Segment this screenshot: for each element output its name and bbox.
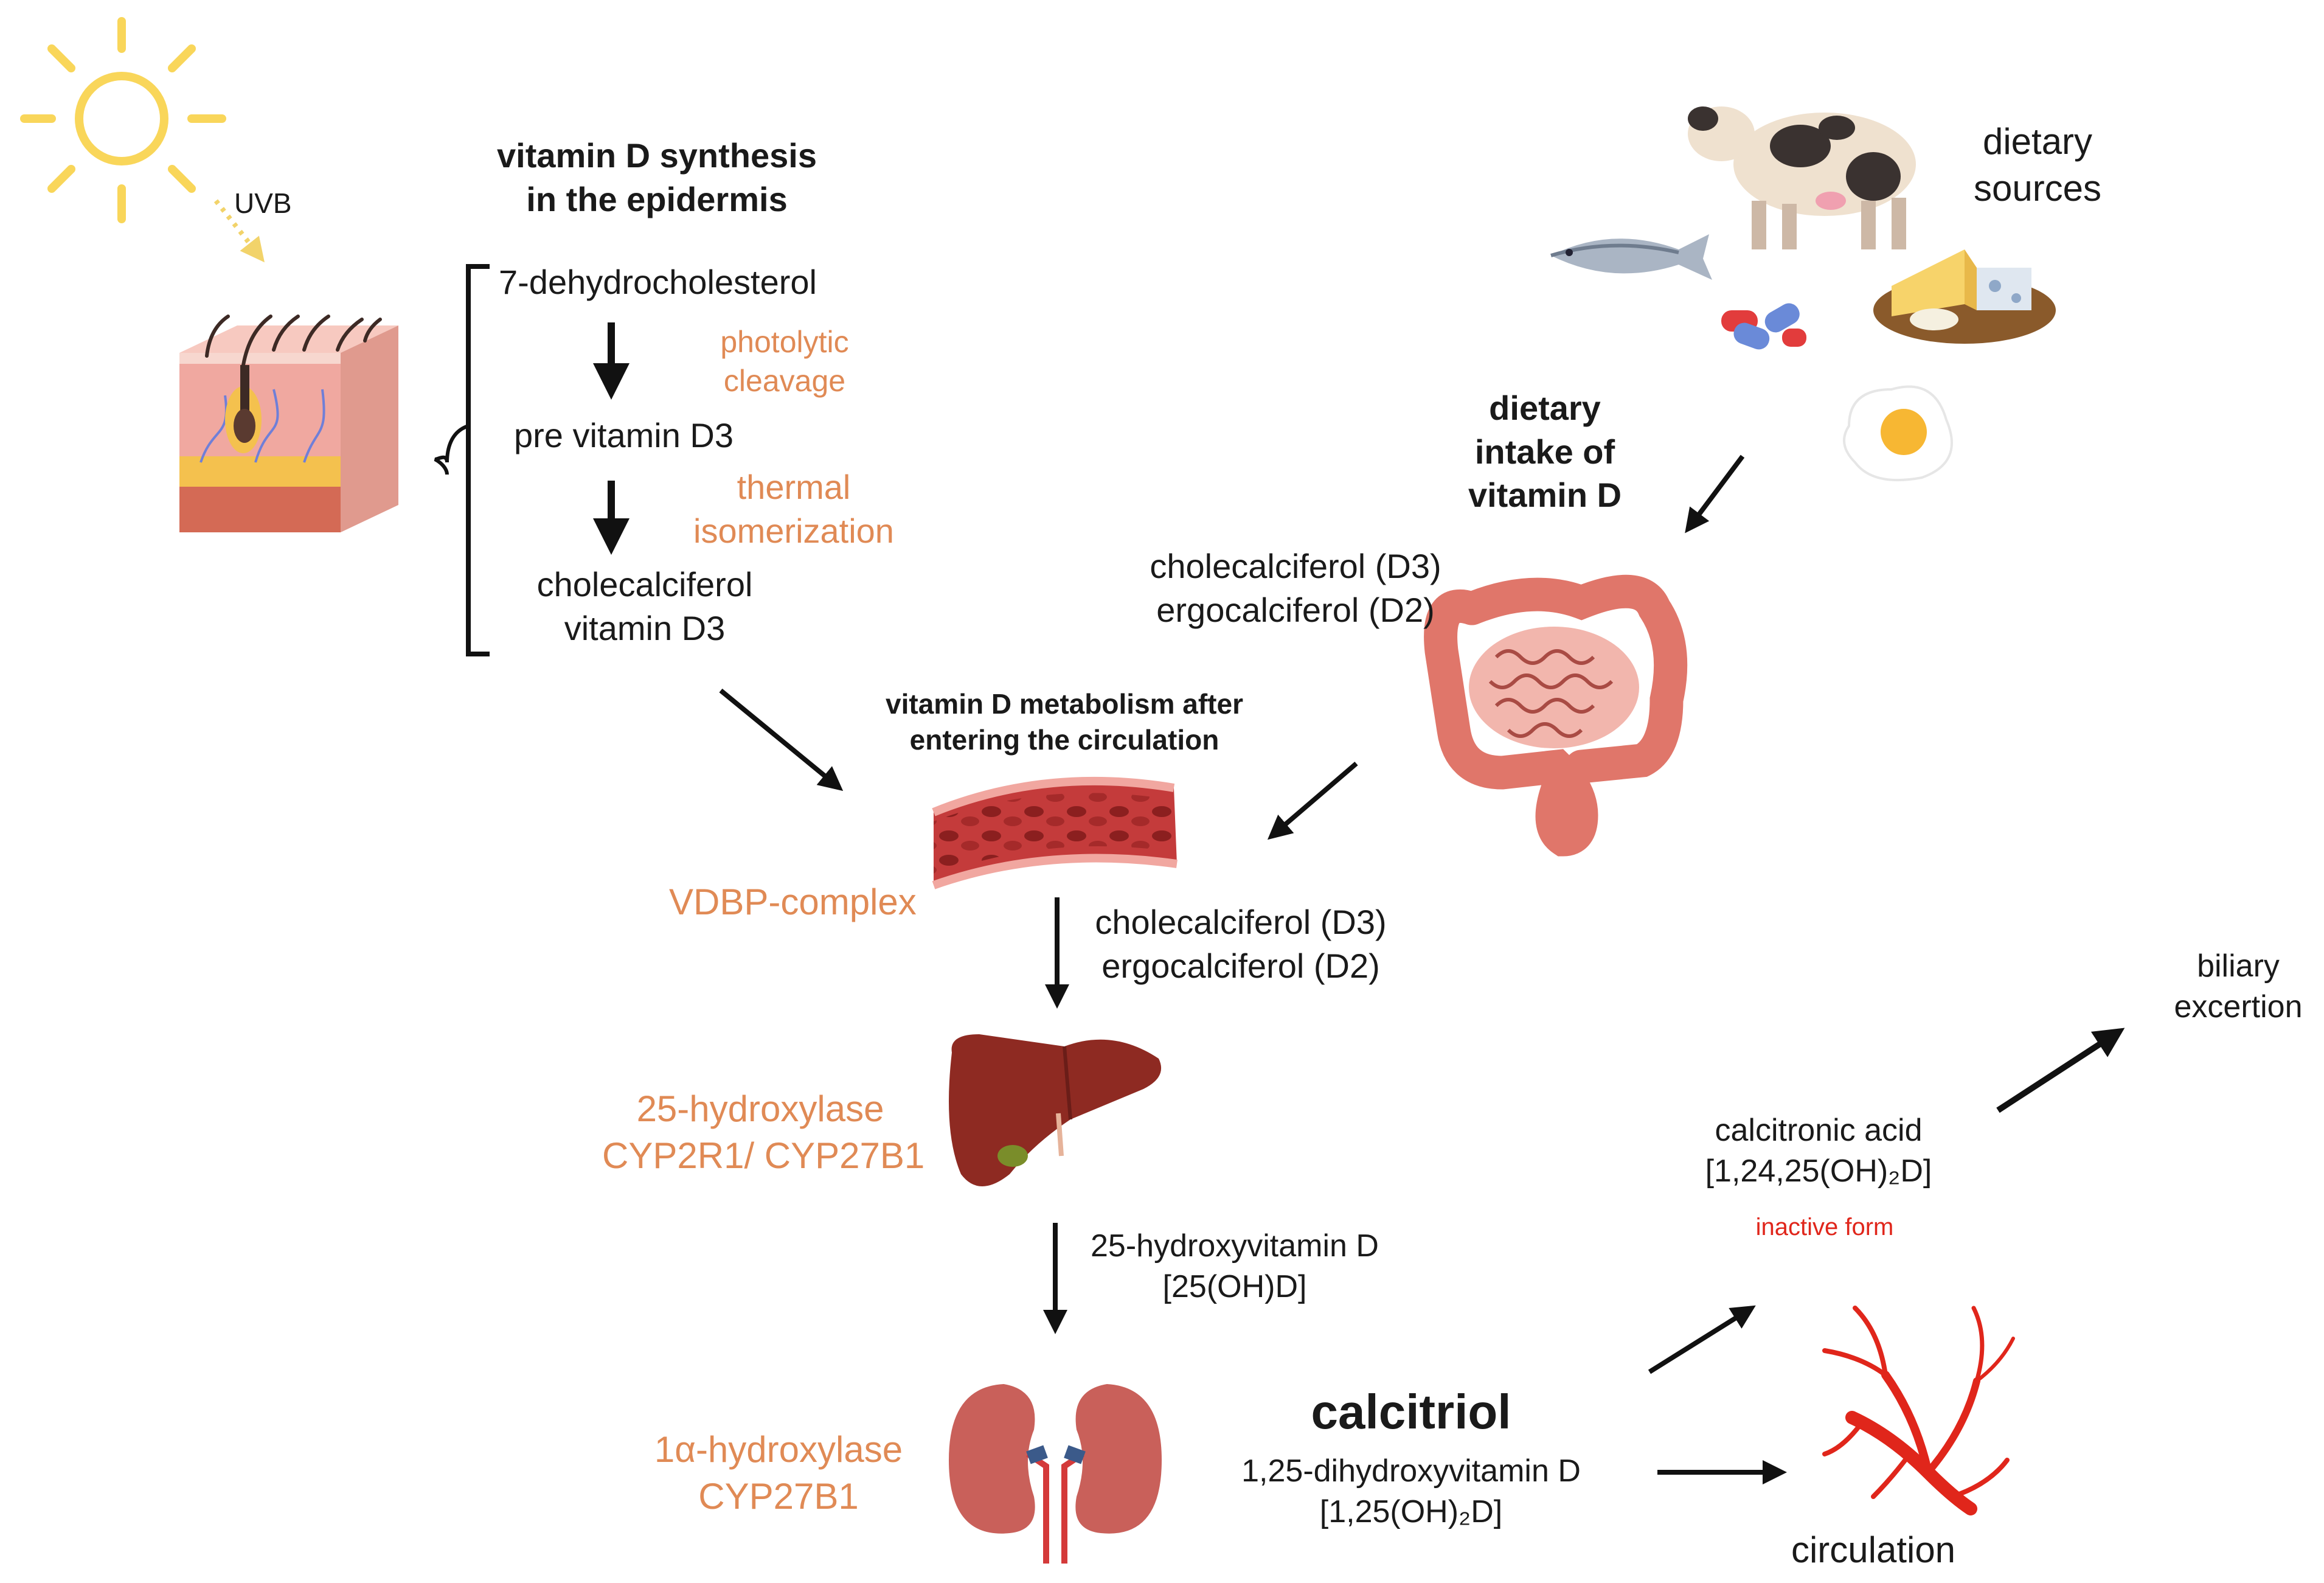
epidermis-title-line-2: in the epidermis [526,179,788,218]
circulation-title-line-2: entering the circulation [909,723,1219,756]
cheese-icon [1873,249,2056,344]
synthesis-bracket [466,264,490,656]
vdbp-complex-label: VDBP-complex [669,882,917,922]
epidermis-title-line-1: vitamin D synthesis [497,136,817,175]
step3-line-2: vitamin D3 [564,608,726,647]
liver-enzyme-label: 25-hydroxylase CYP2R1/ CYP27B1 [602,1086,925,1180]
uvb-ray-arrow [213,199,265,263]
photolytic-cleavage-label: photolytic cleavage [693,322,876,400]
calcitriol-to-calcitronic-arrow [1648,1305,1756,1374]
gut-to-blood-arrow [1267,761,1358,840]
calcitriol-sub-line-2: [1,25(OH)₂D] [1319,1494,1503,1529]
hydroxyvitamin-label: 25-hydroxyvitamin D [25(OH)D] [1077,1226,1393,1307]
skin-to-blood-arrow [719,688,844,792]
calcitriol-sub-label: 1,25-dihydroxyvitamin D [1,25(OH)₂D] [1210,1451,1612,1532]
calcitriol-label: calcitriol [1311,1385,1511,1439]
gut-products-label: cholecalciferol (D3) ergocalciferol (D2) [1143,544,1448,631]
step3-line-1: cholecalciferol [536,565,753,604]
epidermis-title: vitamin D synthesis in the epidermis [474,134,839,221]
hydroxy-line-1: 25-hydroxyvitamin D [1091,1228,1379,1264]
liver-icon [949,1034,1162,1186]
photolytic-line-2: cleavage [723,364,846,398]
intestine-icon [1424,574,1688,857]
blood-vessels-icon [1822,1306,2015,1515]
thermal-isomerization-label: thermal isomerization [678,465,909,552]
skin-icon [179,315,398,532]
thermal-line-2: isomerization [693,511,894,550]
egg-icon [1843,385,1953,482]
blood-products-label: cholecalciferol (D3) ergocalciferol (D2) [1089,900,1393,987]
cow-icon [1688,106,1916,249]
biliary-line-2: excertion [2174,989,2303,1025]
synthesis-brace [434,424,470,475]
calcitronic-to-biliary-arrow [1996,1028,2125,1113]
circulation-title: vitamin D metabolism after entering the … [852,686,1277,758]
dietary-intake-line-1: dietary [1489,389,1601,427]
circulation-title-line-1: vitamin D metabolism after [886,688,1243,720]
liver-enzyme-line-1: 25-hydroxylase [636,1088,884,1129]
kidney-enzyme-label: 1α-hydroxylase CYP27B1 [645,1427,912,1520]
kidneys-icon [949,1384,1162,1564]
dietary-sources-label: dietary sources [1946,119,2129,212]
dietary-sources-line-2: sources [1973,167,2102,209]
step-pre-vitamin-d3: pre vitamin D3 [514,416,734,454]
fish-icon [1550,234,1712,280]
thermal-line-1: thermal [737,468,851,506]
kidney-enzyme-line-2: CYP27B1 [698,1475,859,1517]
dietary-sources-line-1: dietary [1982,121,2093,162]
hydroxy-line-2: [25(OH)D] [1162,1268,1307,1304]
step-7-dehydrocholesterol: 7-dehydrocholesterol [499,263,817,301]
biliary-excretion-label: biliary excertion [2153,946,2323,1027]
calcitriol-sub-line-1: 1,25-dihydroxyvitamin D [1241,1453,1581,1489]
calcitronic-line-2: [1,24,25(OH)₂D] [1705,1153,1932,1189]
circulation-label: circulation [1791,1529,1956,1570]
gut-products-line-2: ergocalciferol (D2) [1156,590,1435,629]
step-cholecalciferol: cholecalciferol vitamin D3 [517,563,772,650]
dietary-intake-line-3: vitamin D [1468,476,1622,515]
uvb-label: UVB [234,187,292,219]
pills-icon [1721,303,1806,350]
blood-products-line-2: ergocalciferol (D2) [1101,946,1380,985]
biliary-line-1: biliary [2197,948,2280,984]
calcitronic-acid-label: calcitronic acid [1,24,25(OH)₂D] [1685,1110,1952,1191]
blood-vessel-icon [932,776,1178,889]
dietary-intake-label: dietary intake of vitamin D [1454,386,1636,517]
gut-products-line-1: cholecalciferol (D3) [1150,547,1441,585]
blood-products-line-1: cholecalciferol (D3) [1095,903,1387,941]
sun-icon [20,17,226,223]
calcitronic-line-1: calcitronic acid [1715,1113,1923,1148]
kidney-enzyme-line-1: 1α-hydroxylase [654,1429,903,1470]
inactive-form-label: inactive form [1755,1214,1894,1240]
photolytic-line-1: photolytic [720,325,849,359]
liver-enzyme-line-2: CYP2R1/ CYP27B1 [602,1135,925,1176]
dietary-intake-arrow [1685,454,1745,534]
dietary-intake-line-2: intake of [1474,432,1615,471]
